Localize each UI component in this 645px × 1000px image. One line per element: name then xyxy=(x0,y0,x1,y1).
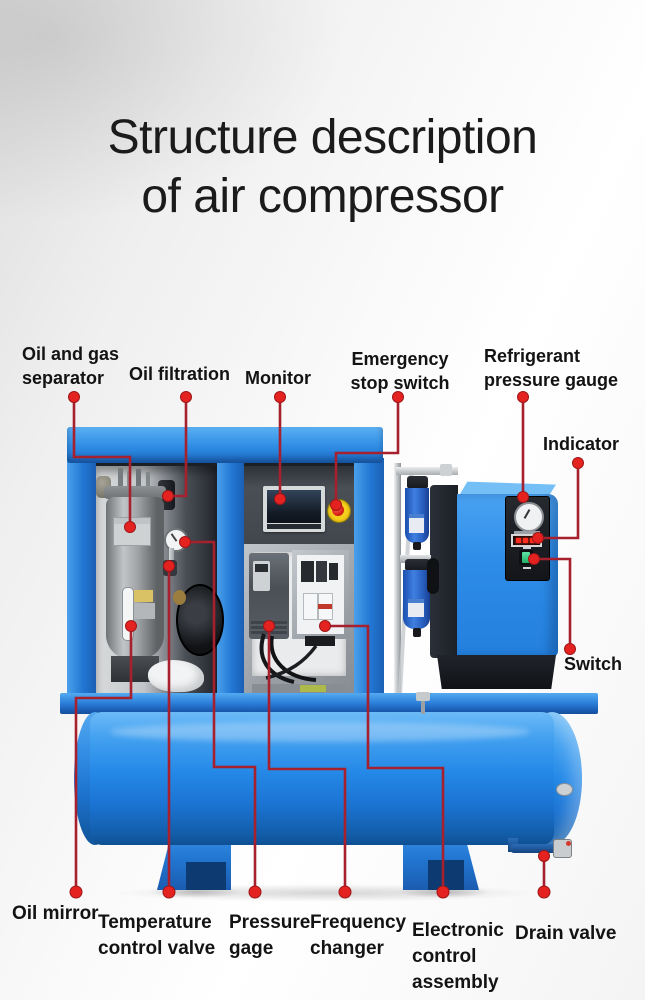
dryer-base xyxy=(437,655,556,689)
dot-refrigerant-label xyxy=(517,391,529,403)
air-filter-1-label xyxy=(409,514,424,533)
label-line: Pressure xyxy=(229,912,311,933)
label-line: Oil and gas xyxy=(22,344,120,364)
dot-oil-and-gas-separator-label xyxy=(68,391,80,403)
label-line: Oil mirror xyxy=(12,903,99,924)
label-line: Frequency xyxy=(310,912,407,933)
separator-name-plate xyxy=(113,517,151,546)
label-line: assembly xyxy=(412,972,499,993)
cabinet-cables xyxy=(259,633,318,684)
label-line: Indicator xyxy=(543,434,620,454)
warning-sticker xyxy=(132,590,153,602)
dot-indicator-label xyxy=(572,457,584,469)
label-refrigerant-pressure-gauge: Refrigerant pressure gauge xyxy=(484,344,618,392)
label-line: Switch xyxy=(564,654,623,674)
monitor-screen xyxy=(267,490,321,523)
switch-mark-bottom xyxy=(523,567,531,569)
label-line: Temperature xyxy=(98,912,212,933)
temperature-valve-body xyxy=(163,560,177,576)
label-pressure-gage: Pressure gage xyxy=(229,910,310,962)
tank-end-port xyxy=(556,783,573,796)
dot-oil-mirror-label xyxy=(69,885,83,899)
page-title-line1: Structure description xyxy=(107,111,538,164)
drain-valve-handle xyxy=(566,841,571,846)
tank-foot-left-notch xyxy=(186,862,226,890)
dot-oil-filtration-label xyxy=(180,391,192,403)
label-oil-filtration: Oil filtration xyxy=(129,362,230,386)
safety-valve-head xyxy=(416,692,430,701)
tank-highlight xyxy=(110,722,530,742)
separator-top-rod3 xyxy=(136,469,141,488)
compressor-canopy xyxy=(67,427,383,463)
cabinet-left-pillar xyxy=(67,458,96,710)
label-line: stop switch xyxy=(350,373,450,393)
air-filter-1-drain xyxy=(413,542,421,550)
switch-mark-top xyxy=(523,547,531,549)
label-temperature-control-valve: Temperature control valve xyxy=(98,910,215,962)
tank-foot-right-notch xyxy=(428,860,464,890)
label-line: separator xyxy=(22,368,105,388)
page-title: Structure description of air compressor xyxy=(0,108,645,226)
dot-monitor-label xyxy=(274,391,286,403)
label-line: Refrigerant xyxy=(484,346,581,366)
label-line: Monitor xyxy=(245,368,311,388)
base-shelf xyxy=(60,693,598,714)
separator-top-rod4 xyxy=(146,472,150,488)
label-drain-valve: Drain valve xyxy=(515,921,616,947)
air-filter-2-label xyxy=(408,599,424,617)
dryer-panel-label xyxy=(514,531,540,534)
separator-top-rods xyxy=(118,468,123,488)
spec-sticker xyxy=(132,603,155,619)
label-emergency-stop-switch: Emergency stop switch xyxy=(348,347,452,395)
label-line: Emergency xyxy=(351,349,449,369)
label-line: Electronic xyxy=(412,920,504,941)
label-line: Drain valve xyxy=(515,923,617,944)
label-line: Oil filtration xyxy=(129,364,230,384)
monitor-button-strip xyxy=(267,524,321,529)
drain-pipe xyxy=(510,844,558,853)
refrigerant-gauge xyxy=(514,502,544,532)
indicator-digit-3 xyxy=(530,538,535,543)
label-line: changer xyxy=(310,938,384,959)
label-electronic-control-assembly: Electronic control assembly xyxy=(412,918,504,996)
label-line: gage xyxy=(229,938,274,959)
label-oil-mirror: Oil mirror xyxy=(12,901,99,927)
label-frequency-changer: Frequency changer xyxy=(310,910,406,962)
pipe-fitting xyxy=(440,464,452,476)
contactor-red-marks xyxy=(318,604,332,609)
label-switch: Switch xyxy=(564,652,622,676)
air-filter-2-drain xyxy=(413,628,421,637)
inverter-keypad-screen xyxy=(255,564,268,572)
label-oil-and-gas-separator: Oil and gas separator xyxy=(22,342,119,390)
power-switch-button xyxy=(522,552,530,563)
plastic-bag xyxy=(148,660,204,692)
label-indicator: Indicator xyxy=(543,432,619,456)
air-filter-1-cap xyxy=(407,476,428,489)
indicator-digit-2 xyxy=(523,538,528,543)
filter-top-pipe xyxy=(396,467,458,475)
oil-sight-glass xyxy=(122,587,134,641)
safety-valve xyxy=(421,700,425,714)
breaker-block-1 xyxy=(301,561,314,582)
label-line: control xyxy=(412,946,477,967)
breaker-block-2 xyxy=(316,561,327,582)
pulley-hub xyxy=(173,590,186,605)
page-title-line2: of air compressor xyxy=(141,170,504,223)
indicator-digit-1 xyxy=(516,538,521,543)
cabinet-right-pillar xyxy=(354,458,384,710)
breaker-block-3 xyxy=(329,563,338,580)
gauge-stem xyxy=(169,548,174,568)
label-monitor: Monitor xyxy=(245,366,311,390)
filter-frame-pole xyxy=(394,463,401,694)
label-line: control valve xyxy=(98,938,216,959)
dryer-handle xyxy=(427,558,439,594)
contactor-1 xyxy=(303,593,318,620)
label-line: pressure gauge xyxy=(484,370,619,390)
air-filter-2-cap xyxy=(405,559,430,571)
emergency-stop-button xyxy=(332,504,344,516)
cabinet-mid-pillar xyxy=(217,458,244,710)
